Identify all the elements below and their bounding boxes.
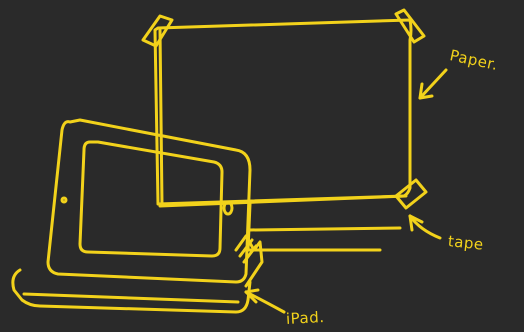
tape-bottom-right <box>396 180 426 208</box>
paper-arrow <box>420 70 446 98</box>
ipad-label: iPad. <box>286 308 325 328</box>
ipad-screen <box>80 142 222 256</box>
ipad-arrow <box>246 292 284 312</box>
paper-bottom-edge <box>248 204 380 250</box>
tape-top-left <box>143 16 172 46</box>
paper-sheet <box>155 20 411 204</box>
tape-label: tape <box>447 232 485 254</box>
